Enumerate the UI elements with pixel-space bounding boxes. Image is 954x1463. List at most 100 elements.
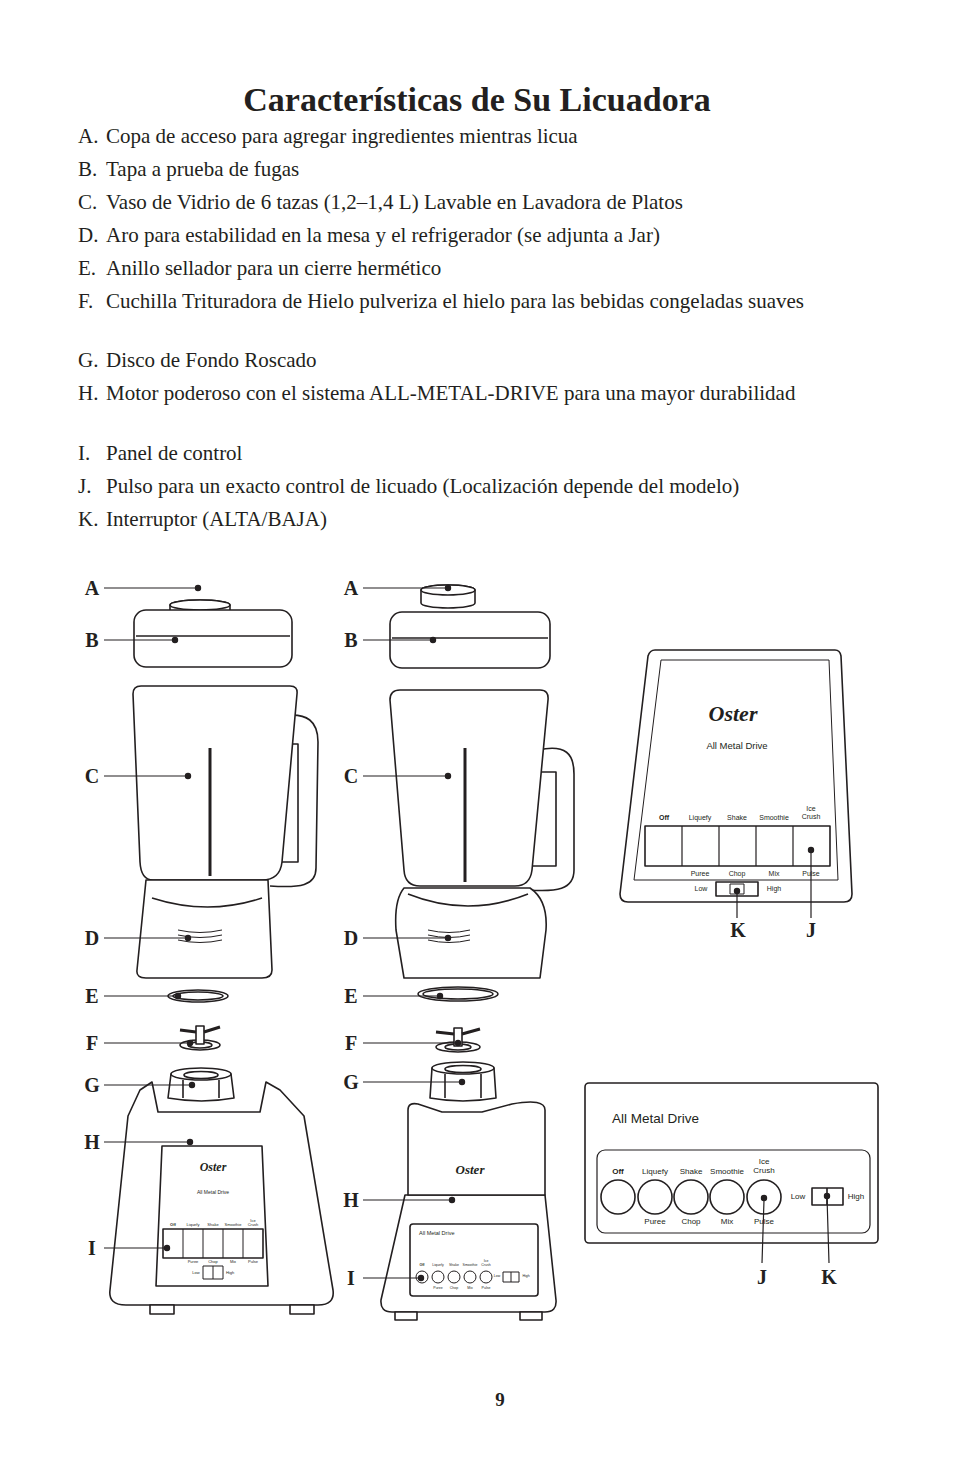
item-text: Tapa a prueba de fugas: [106, 156, 866, 183]
blender-tower-model: [381, 1195, 556, 1312]
leader-line: [824, 1193, 829, 1198]
panel-text: Smoothie: [225, 1223, 242, 1227]
item-text: Vaso de Vidrio de 6 tazas (1,2–1,4 L) La…: [106, 189, 866, 216]
item-letter: J.: [78, 473, 91, 500]
item-text: Panel de control: [106, 440, 866, 467]
blender-tower-model: [408, 1102, 545, 1195]
item-text: Anillo sellador para un cierre hermético: [106, 255, 866, 282]
item-text: Pulso para un exacto control de licuado …: [106, 473, 866, 500]
blender-tower-model: [428, 930, 470, 943]
item-letter: G.: [78, 347, 98, 374]
panel-text: Mix: [467, 1287, 472, 1291]
blender-tower-model: [503, 1272, 519, 1282]
control-panel-drawing: [601, 1180, 635, 1214]
blender-tower-model: [423, 989, 493, 999]
leader-line: [172, 637, 177, 642]
item-letter: I.: [78, 440, 90, 467]
blender-glass-model: [213, 1266, 214, 1279]
panel-text: Pulse: [482, 1287, 491, 1291]
blender-glass-model: [178, 930, 222, 943]
panel-text: Ice Crush: [247, 1219, 258, 1228]
panel-text: Shake: [680, 1168, 703, 1177]
blender-tower-model: [381, 585, 574, 1320]
leader-line: [449, 1197, 454, 1202]
control-panel: OsterAll Metal DriveOffLiquefyShakeSmoot…: [155, 1150, 271, 1287]
leader-line: [418, 1275, 423, 1280]
blender-glass-model: [183, 1080, 219, 1098]
control-panel-drawing: [620, 650, 852, 902]
panel-text: Low: [791, 1193, 806, 1202]
panel-text: Off: [612, 1168, 624, 1177]
leader-line: [195, 585, 200, 590]
callout-letter: A: [344, 577, 358, 599]
panel-text: Off: [419, 1264, 424, 1268]
blender-tower-model: [480, 1271, 492, 1283]
panel-text: Off: [659, 814, 669, 822]
blender-glass-model: [152, 898, 262, 907]
blender-tower-model: [395, 1312, 417, 1320]
panel-text: Low: [192, 1271, 199, 1275]
control-panel-drawing: [674, 1180, 708, 1214]
brand-logo: Oster: [455, 1163, 486, 1177]
callout-letter: G: [84, 1074, 100, 1096]
item-letter: E.: [78, 255, 96, 282]
callout-letter: G: [343, 1071, 359, 1093]
panel-text: Shake: [727, 814, 747, 822]
callout-letter: E: [344, 985, 357, 1007]
blender-glass-model: [136, 635, 290, 637]
panel-text: Liquefy: [689, 814, 712, 822]
leader-line: [185, 935, 190, 940]
item-letter: C.: [78, 189, 97, 216]
leader-line: [164, 1245, 169, 1250]
blender-tower-model: [520, 1312, 542, 1320]
blender-glass-model: [203, 1266, 223, 1279]
panel-text: Low: [494, 1275, 500, 1279]
item-text: Copa de acceso para agregar ingredientes…: [106, 123, 866, 150]
callout-letter: J: [757, 1266, 767, 1288]
blender-tower-model: [454, 1028, 462, 1046]
leader-line: [185, 773, 190, 778]
panel-text: Ice Crush: [801, 805, 821, 820]
item-letter: D.: [78, 222, 98, 249]
panel-text: Liquefy: [642, 1168, 668, 1177]
leader-line: [808, 847, 813, 852]
panel-text: Ice Crush: [481, 1260, 491, 1268]
callout-letter: C: [344, 765, 358, 787]
blender-tower-model: [421, 585, 475, 595]
blender-glass-model: [137, 880, 272, 978]
blender-tower-model: [418, 987, 498, 1001]
callout-letter: F: [86, 1032, 98, 1054]
panel-text: Oster: [709, 702, 758, 726]
blender-tower-model: [445, 1066, 481, 1073]
page-number: 9: [495, 1390, 505, 1411]
leader-line: [189, 1082, 194, 1087]
panel-text: Low: [695, 885, 708, 893]
panel-text: All Metal Drive: [197, 1190, 229, 1196]
item-letter: K.: [78, 506, 98, 533]
blender-glass-model: [133, 686, 297, 880]
blender-glass-model: [171, 1068, 231, 1080]
control-panel-drawing: [585, 1083, 878, 1243]
panel-text: Mix: [230, 1260, 236, 1264]
leader-line: [445, 585, 450, 590]
panel-text: Pulse: [754, 1218, 774, 1227]
panel-text: Mix: [769, 870, 780, 878]
blender-glass-model: [170, 600, 230, 610]
blender-tower-model: [445, 1074, 481, 1098]
callout-letter: D: [85, 927, 99, 949]
leader-line: [175, 993, 180, 998]
panel-text: Smoothie: [710, 1168, 744, 1177]
panel-text: High: [767, 885, 781, 893]
control-panel-drawing: [682, 826, 793, 866]
blender-tower-model: [511, 1272, 512, 1282]
blender-glass-model: [184, 1072, 218, 1079]
panel-text: High: [522, 1275, 529, 1279]
blender-tower-model: [432, 1062, 494, 1074]
control-panel: OsterAll Metal DriveOffLiquefyShakeSmoot…: [620, 646, 856, 906]
blender-glass-model: [180, 1027, 220, 1032]
control-panel-drawing: [716, 882, 758, 896]
callout-letter: K: [821, 1266, 837, 1288]
blender-tower-model: [416, 1271, 428, 1283]
blender-tower-model: [448, 1271, 460, 1283]
